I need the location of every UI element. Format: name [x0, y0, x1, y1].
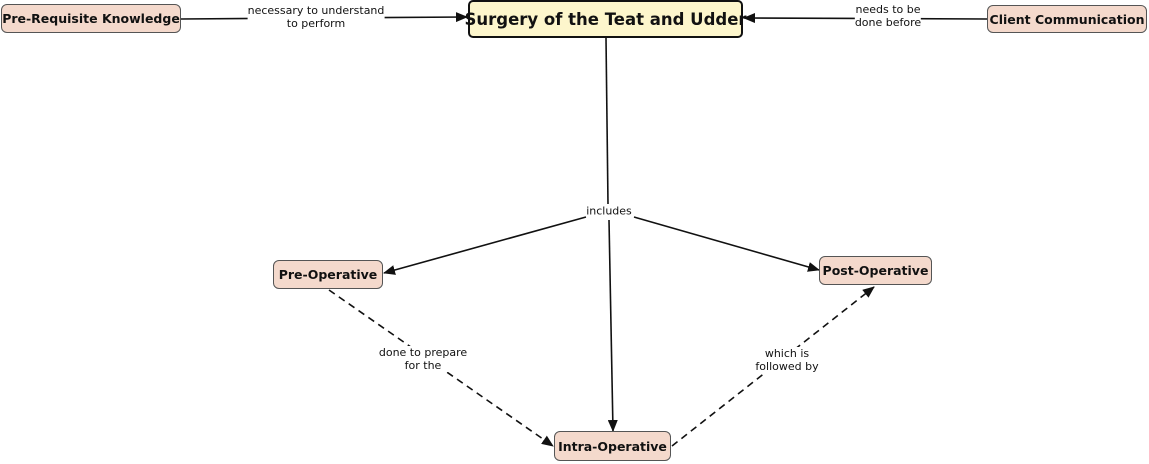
concept-main-surgery[interactable]: Surgery of the Teat and Udder	[464, 0, 747, 38]
concept-client-communication[interactable]: Client Communication	[987, 5, 1147, 33]
edge-includes-to-preop	[383, 216, 587, 275]
edge-includes-to-intraop	[607, 219, 618, 432]
link-label-intra-post: which is followed by	[755, 347, 819, 373]
concept-pre-operative[interactable]: Pre-Operative	[273, 260, 383, 289]
link-label-pre-intra: done to prepare for the	[378, 346, 468, 372]
concept-prereq-knowledge[interactable]: Pre-Requisite Knowledge	[1, 4, 181, 33]
edge-main-to-includes	[605, 37, 609, 205]
link-label-prereq: necessary to understand to perform	[247, 4, 385, 30]
link-label-includes: includes	[586, 204, 632, 218]
link-label-client: needs to be done before	[854, 3, 922, 29]
edge-includes-to-postop	[633, 216, 820, 272]
edge-intraop-to-postop	[671, 286, 875, 447]
concept-intra-operative[interactable]: Intra-Operative	[554, 431, 671, 461]
concept-post-operative[interactable]: Post-Operative	[819, 256, 932, 285]
